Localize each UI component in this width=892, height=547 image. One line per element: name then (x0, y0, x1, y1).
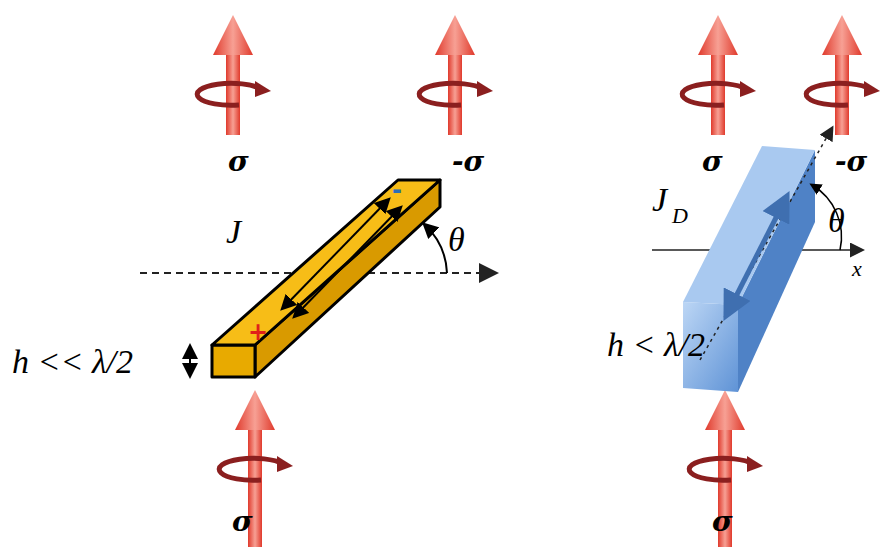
charge-sign: - (392, 178, 402, 202)
angle-arc (425, 225, 447, 273)
displacement-current-arrow (728, 200, 785, 312)
spin-arrow (806, 15, 880, 135)
current-label: J (652, 183, 667, 217)
current-arrow (283, 200, 388, 308)
spin-label: σ (712, 508, 733, 536)
angle-label: θ (828, 204, 845, 238)
spin-arrow (419, 15, 493, 135)
dimension-label: h < λ/2 (607, 328, 705, 362)
metal-bar (212, 180, 440, 377)
axis-label: x (852, 258, 862, 280)
spin-label: -σ (452, 148, 484, 176)
spin-arrow (197, 15, 271, 135)
spin-label: σ (702, 148, 723, 176)
current-arrow (295, 208, 400, 316)
bar-axis (700, 128, 832, 360)
spin-arrow (219, 390, 293, 510)
angle-label: θ (448, 223, 465, 257)
spin-arrow (689, 390, 763, 510)
spin-label: σ (228, 148, 249, 176)
dimension-label: h << λ/2 (12, 345, 133, 379)
height-arrow (189, 347, 191, 375)
charge-sign: + (248, 320, 268, 344)
current-label: J (226, 215, 241, 249)
spin-label: σ (232, 508, 253, 536)
spin-label: -σ (835, 148, 867, 176)
spin-arrow (682, 15, 756, 135)
current-subscript: D (672, 205, 688, 227)
